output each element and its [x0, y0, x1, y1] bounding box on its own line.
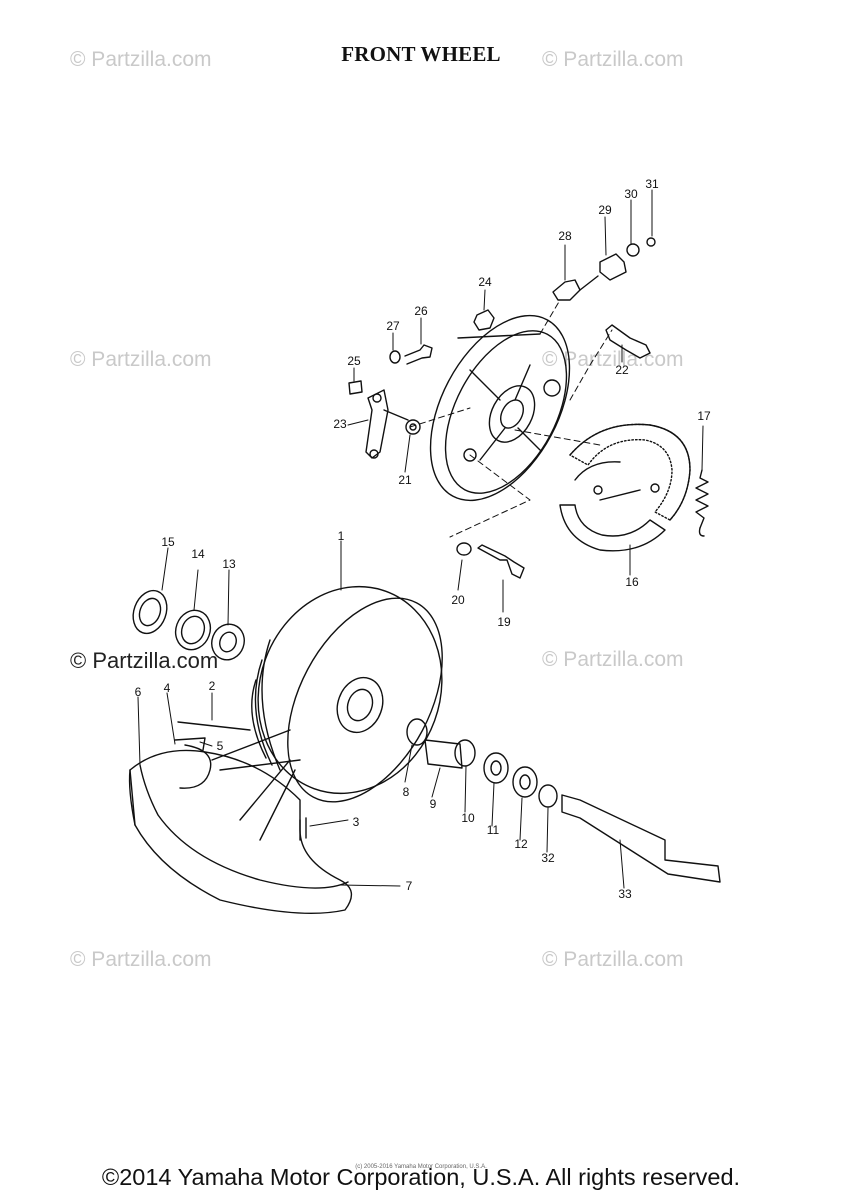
watermark: © Partzilla.com — [70, 648, 219, 673]
callout-8: 8 — [403, 785, 410, 799]
callout-12: 12 — [514, 837, 528, 851]
small-fasteners — [348, 309, 495, 435]
callout-14: 14 — [191, 547, 205, 561]
cam-lever — [365, 389, 409, 459]
brake-panel — [429, 314, 571, 502]
callout-19: 19 — [497, 615, 511, 629]
callout-5: 5 — [217, 739, 224, 753]
watermark: © Partzilla.com — [542, 648, 684, 671]
callout-7: 7 — [406, 879, 413, 893]
callout-6: 6 — [135, 685, 142, 699]
callout-29: 29 — [598, 203, 612, 217]
axle-spacers — [406, 718, 558, 808]
watermark: © Partzilla.com — [70, 48, 212, 71]
callout-9: 9 — [430, 797, 437, 811]
callout-26: 26 — [414, 304, 428, 318]
watermark: © Partzilla.com — [70, 348, 212, 371]
front-axle — [561, 794, 721, 883]
wheel-rim — [128, 721, 353, 915]
callout-25: 25 — [347, 354, 361, 368]
watermark: © Partzilla.com — [70, 948, 212, 971]
callout-27: 27 — [386, 319, 400, 333]
callout-23: 23 — [333, 417, 347, 431]
callout-17: 17 — [697, 409, 711, 423]
small-copyright: (c) 2005-2016 Yamaha Motor Corporation, … — [355, 1164, 487, 1170]
callout-16: 16 — [625, 575, 639, 589]
callout-1: 1 — [338, 529, 345, 543]
callout-33: 33 — [618, 887, 632, 901]
brake-shoes — [559, 423, 691, 552]
copyright: ©2014 Yamaha Motor Corporation, U.S.A. A… — [101, 1164, 741, 1190]
callout-labels: 1234567891011121314151617192021222324252… — [135, 177, 711, 901]
callout-11: 11 — [487, 823, 500, 837]
speedometer-drive — [552, 237, 656, 359]
callout-32: 32 — [541, 851, 555, 865]
callout-13: 13 — [222, 557, 236, 571]
left-bearings — [132, 589, 245, 661]
watermark: © Partzilla.com — [542, 948, 684, 971]
callout-22: 22 — [615, 363, 629, 377]
leader-lines — [137, 189, 704, 889]
page-title: FRONT WHEEL — [341, 42, 501, 66]
assembly-guides — [409, 299, 613, 538]
callout-4: 4 — [164, 681, 171, 695]
callout-21: 21 — [398, 473, 412, 487]
watermark: © Partzilla.com — [542, 48, 684, 71]
wheel-hub — [251, 585, 443, 803]
callout-10: 10 — [461, 811, 475, 825]
callout-15: 15 — [161, 535, 175, 549]
callout-2: 2 — [209, 679, 216, 693]
return-spring — [695, 469, 709, 537]
callout-24: 24 — [478, 275, 492, 289]
callout-28: 28 — [558, 229, 572, 243]
callout-20: 20 — [451, 593, 465, 607]
brake-cam — [456, 542, 525, 579]
callout-30: 30 — [624, 187, 638, 201]
callout-31: 31 — [645, 177, 659, 191]
callout-3: 3 — [353, 815, 360, 829]
